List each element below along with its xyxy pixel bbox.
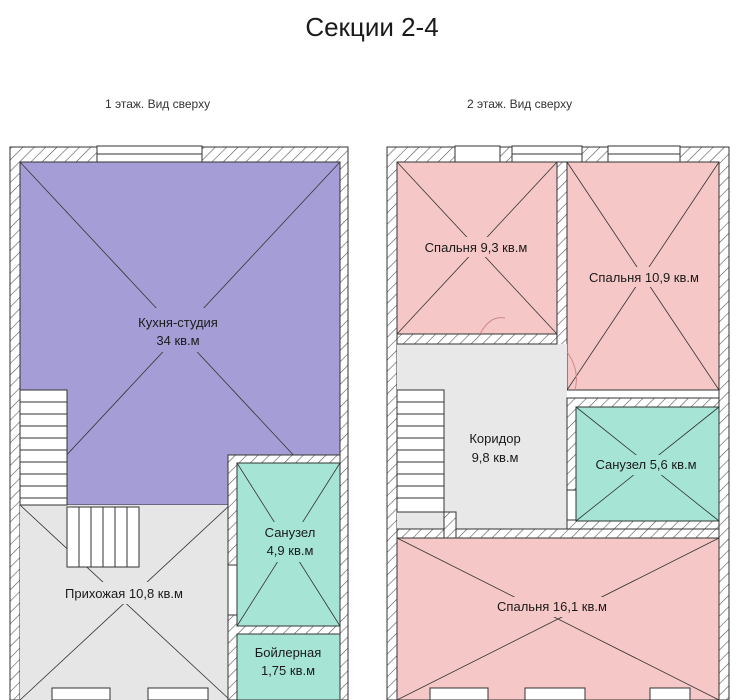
room-bedroom3: Спальня 16,1 кв.м	[396, 537, 720, 700]
floor2-window-bottom-right	[649, 687, 691, 700]
room-boiler: Бойлерная 1,75 кв.м	[236, 633, 341, 700]
floor2-caption: 2 этаж. Вид сверху	[467, 97, 573, 111]
boiler-label-line2: 1,75 кв.м	[261, 663, 315, 678]
floor1-window-bottom-left	[51, 687, 111, 700]
floor1-window-bottom-mid	[147, 687, 209, 700]
page-title: Секции 2-4	[305, 12, 439, 42]
room-kitchen: Кухня-студия 34 кв.м	[19, 161, 341, 506]
floor2-window-bottom-left	[429, 687, 489, 700]
room-bathroom: Санузел 4,9 кв.м	[236, 462, 341, 627]
bathroom-label-line2: 4,9 кв.м	[267, 543, 314, 558]
floor1-plan: Кухня-студия 34 кв.м Прихожая 10,8 кв.м	[9, 145, 349, 700]
bedroom1-label: Спальня 9,3 кв.м	[425, 240, 528, 255]
staircase-floor1	[19, 389, 140, 568]
kitchen-label-line1: Кухня-студия	[138, 315, 218, 330]
kitchen-label-line2: 34 кв.м	[156, 333, 199, 348]
bedroom2-label: Спальня 10,9 кв.м	[589, 270, 699, 285]
room-bathroom2: Санузел 5,6 кв.м	[575, 406, 720, 522]
hall-label: Прихожая 10,8 кв.м	[65, 586, 183, 601]
corridor-label-line1: Коридор	[469, 431, 520, 446]
bedroom3-label: Спальня 16,1 кв.м	[497, 599, 607, 614]
room-bedroom1: Спальня 9,3 кв.м	[396, 161, 558, 335]
floor2-window-top-left	[454, 145, 501, 163]
bathroom-label-line1: Санузел	[265, 525, 316, 540]
floor2-plan: Спальня 9,3 кв.м Спальня 10,9 кв.м Корид…	[386, 145, 730, 700]
bathroom2-label: Санузел 5,6 кв.м	[595, 457, 696, 472]
staircase-floor2	[396, 389, 457, 573]
corridor-label-line2: 9,8 кв.м	[472, 450, 519, 465]
floor1-caption: 1 этаж. Вид сверху	[105, 97, 211, 111]
boiler-label-line1: Бойлерная	[255, 645, 322, 660]
floor2-window-bottom-mid	[524, 687, 586, 700]
room-bedroom2: Спальня 10,9 кв.м	[566, 161, 720, 391]
